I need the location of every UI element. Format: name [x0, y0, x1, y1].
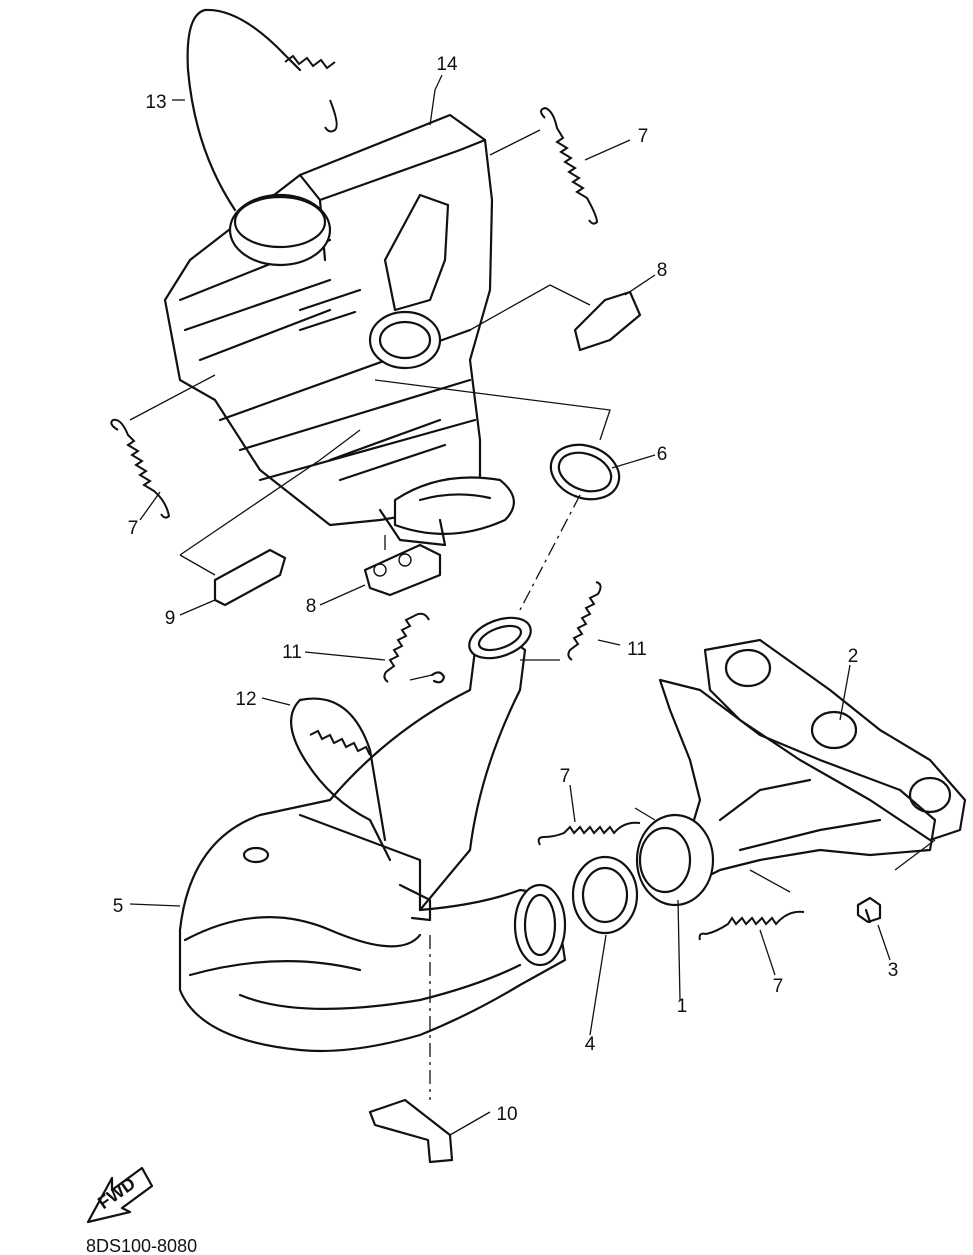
- callout-10: 10: [496, 1104, 517, 1125]
- callout-13: 13: [145, 92, 166, 113]
- callout-2: 2: [848, 646, 859, 667]
- mount-8-upper: [573, 290, 642, 352]
- spring-7-middle: [537, 821, 641, 846]
- expansion-chamber: [178, 616, 567, 1053]
- assembly-lines: [129, 129, 936, 1100]
- callout-7-left: 7: [128, 518, 139, 539]
- callout-leaders: [129, 74, 891, 1136]
- callout-4: 4: [585, 1034, 596, 1055]
- callout-11-left: 11: [282, 642, 302, 663]
- drawing-code: 8DS100-8080: [86, 1236, 197, 1255]
- callout-7-top: 7: [638, 126, 649, 147]
- wire-13: [186, 8, 302, 212]
- spring-11-right: [567, 581, 602, 661]
- callout-11-right: 11: [627, 639, 647, 660]
- muffler-body: [163, 113, 515, 547]
- callout-14: 14: [436, 54, 458, 75]
- exhaust-manifold: [635, 678, 937, 907]
- callout-3: 3: [888, 960, 899, 981]
- fwd-arrow-icon: FWD: [86, 1166, 154, 1224]
- wire-12: [290, 698, 392, 862]
- spring-11-left: [383, 612, 430, 683]
- callout-1: 1: [677, 996, 688, 1017]
- gasket-6: [549, 443, 621, 501]
- gasket-2: [703, 638, 967, 842]
- callout-9: 9: [165, 608, 176, 629]
- wire-12-spring: [309, 729, 371, 756]
- callout-6: 6: [657, 444, 668, 465]
- callout-7-lower: 7: [773, 976, 784, 997]
- wire-13-spring: [284, 54, 338, 133]
- callout-12: 12: [235, 689, 256, 710]
- callout-7-middle: 7: [560, 766, 571, 787]
- mount-8-lower: [363, 543, 442, 597]
- bolt-3: [856, 896, 882, 924]
- spring-7-left: [110, 418, 171, 519]
- spring-7-lower: [698, 910, 805, 941]
- mount-9: [213, 548, 287, 607]
- mount-10: [368, 1098, 454, 1164]
- spring-7-top: [540, 106, 599, 225]
- callout-8-upper: 8: [657, 260, 668, 281]
- callout-8-lower: 8: [306, 596, 317, 617]
- callout-5: 5: [113, 896, 124, 917]
